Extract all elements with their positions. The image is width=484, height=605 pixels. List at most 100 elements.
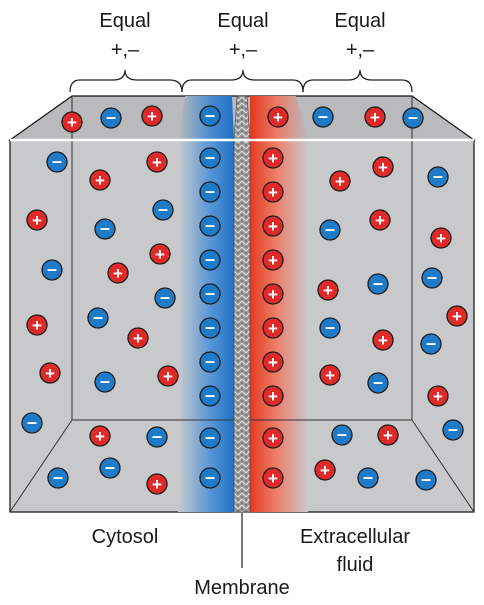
svg-text:+: +	[268, 353, 278, 372]
box-inner-edges	[9, 96, 475, 513]
negative-ion: –	[199, 147, 221, 169]
negative-ion: –	[199, 249, 221, 271]
svg-text:–: –	[205, 283, 215, 303]
svg-text:+: +	[268, 183, 278, 202]
top-label-middle-charges: +,–	[229, 39, 258, 61]
negative-ion: –	[420, 333, 442, 355]
svg-text:–: –	[427, 267, 437, 287]
svg-text:–: –	[27, 412, 37, 432]
negative-ion: –	[94, 371, 116, 393]
negative-ion: –	[146, 426, 168, 448]
negative-ion: –	[319, 219, 341, 241]
negative-ion: –	[199, 351, 221, 373]
positive-ion: +	[26, 209, 48, 231]
negative-ion: –	[199, 215, 221, 237]
negative-ion: –	[87, 307, 109, 329]
svg-text:+: +	[378, 331, 388, 350]
svg-text:–: –	[158, 199, 168, 219]
svg-text:–: –	[105, 457, 115, 477]
positive-ion: +	[262, 181, 284, 203]
negative-ion: –	[154, 287, 176, 309]
positive-ion: +	[262, 283, 284, 305]
positive-ion: +	[446, 305, 468, 327]
positive-ion: +	[314, 459, 336, 481]
svg-text:–: –	[47, 259, 57, 279]
svg-text:–: –	[152, 426, 162, 446]
svg-text:–: –	[363, 467, 373, 487]
top-label-left-charges: +,–	[111, 39, 140, 61]
positive-ion: +	[262, 215, 284, 237]
negative-ion: –	[199, 467, 221, 489]
negative-ion: –	[199, 283, 221, 305]
negative-ion: –	[402, 107, 424, 129]
positive-ion: +	[377, 424, 399, 446]
svg-text:–: –	[318, 106, 328, 126]
top-labels: Equal +,– Equal +,– Equal +,–	[99, 10, 385, 61]
top-label-right-equal: Equal	[334, 10, 385, 32]
positive-ion: +	[39, 362, 61, 384]
svg-text:–: –	[106, 107, 116, 127]
svg-text:–: –	[52, 151, 62, 171]
top-label-right-charges: +,–	[346, 39, 375, 61]
svg-text:+: +	[268, 469, 278, 488]
brace-middle	[181, 69, 304, 93]
svg-text:–: –	[205, 181, 215, 201]
svg-text:–: –	[205, 249, 215, 269]
positive-ion: +	[369, 209, 391, 231]
positive-ion: +	[262, 427, 284, 449]
svg-text:–: –	[448, 419, 458, 439]
extracellular-label-line2: fluid	[337, 554, 374, 576]
svg-text:+: +	[133, 329, 143, 348]
extracellular-label-line1: Extracellular	[300, 526, 410, 548]
svg-text:–: –	[205, 351, 215, 371]
brace-right	[302, 69, 413, 93]
svg-text:–: –	[408, 107, 418, 127]
svg-text:+: +	[323, 281, 333, 300]
svg-text:–: –	[337, 424, 347, 444]
svg-text:+: +	[268, 285, 278, 304]
svg-text:+: +	[163, 367, 173, 386]
svg-text:–: –	[426, 333, 436, 353]
svg-text:+: +	[152, 153, 162, 172]
negative-ion: –	[41, 259, 63, 281]
svg-text:–: –	[160, 287, 170, 307]
negative-ion: –	[199, 427, 221, 449]
negative-ion: –	[46, 151, 68, 173]
positive-ion: +	[364, 106, 386, 128]
svg-text:+: +	[375, 211, 385, 230]
positive-ion: +	[262, 467, 284, 489]
svg-text:–: –	[325, 219, 335, 239]
svg-text:–: –	[100, 371, 110, 391]
positive-ion: +	[127, 327, 149, 349]
svg-text:+: +	[113, 264, 123, 283]
svg-text:+: +	[268, 319, 278, 338]
positive-ion: +	[149, 243, 171, 265]
negative-ion: –	[47, 467, 69, 489]
svg-text:+: +	[268, 149, 278, 168]
svg-text:–: –	[421, 469, 431, 489]
negative-ion: –	[421, 267, 443, 289]
svg-text:+: +	[273, 108, 283, 127]
positive-ion: +	[319, 364, 341, 386]
ions-layer: +–+–+–+––++–+–+–+––+++–+–+–––+––––––––––…	[21, 105, 468, 495]
positive-ion: +	[262, 249, 284, 271]
svg-text:–: –	[205, 427, 215, 447]
positive-ion: +	[146, 473, 168, 495]
svg-text:+: +	[433, 387, 443, 406]
positive-ion: +	[89, 425, 111, 447]
svg-text:+: +	[436, 229, 446, 248]
svg-text:+: +	[32, 316, 42, 335]
positive-ion: +	[146, 151, 168, 173]
brace-left	[69, 69, 183, 93]
negative-ion: –	[331, 424, 353, 446]
positive-ion: +	[157, 365, 179, 387]
svg-text:–: –	[373, 372, 383, 392]
svg-text:+: +	[268, 429, 278, 448]
svg-text:+: +	[320, 461, 330, 480]
positive-ion: +	[89, 169, 111, 191]
svg-text:+: +	[67, 113, 77, 132]
positive-ion: +	[430, 227, 452, 249]
negative-ion: –	[199, 385, 221, 407]
positive-ion: +	[262, 317, 284, 339]
